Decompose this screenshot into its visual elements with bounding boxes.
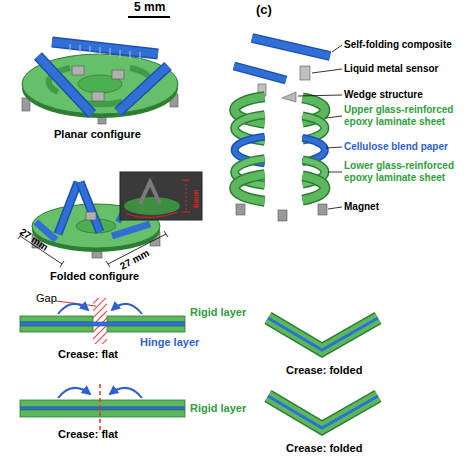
dimension-label: 6mm bbox=[191, 189, 200, 208]
part-label: Wedge structure bbox=[344, 89, 423, 101]
crease-folded-solid bbox=[268, 396, 378, 428]
layer-label: Rigid layer bbox=[190, 402, 246, 415]
part-label: Lower glass-reinforced epoxy laminate sh… bbox=[344, 160, 472, 183]
layer-label: Hinge layer bbox=[140, 336, 199, 349]
dimension-label: 27 mm bbox=[118, 247, 151, 272]
planar-device bbox=[22, 42, 178, 124]
scale-label: 5 mm bbox=[134, 1, 165, 15]
part-label: Magnet bbox=[344, 201, 379, 213]
scale-bar bbox=[128, 16, 170, 18]
layer-label: Rigid layer bbox=[190, 306, 246, 319]
panel-letter: (c) bbox=[256, 3, 272, 18]
state-label: Crease: folded bbox=[286, 442, 362, 455]
state-label: Crease: folded bbox=[286, 364, 362, 377]
crease-folded-gap bbox=[268, 318, 378, 350]
leader-lines bbox=[298, 45, 342, 209]
inset-view bbox=[120, 172, 202, 220]
part-label: Liquid metal sensor bbox=[344, 63, 438, 75]
part-label: Self-folding composite bbox=[344, 39, 452, 51]
crease-flat-solid bbox=[20, 384, 185, 432]
exploded-view bbox=[234, 38, 330, 221]
view-caption: Planar configure bbox=[54, 128, 141, 141]
part-label: Upper glass-reinforced epoxy laminate sh… bbox=[344, 104, 472, 127]
dimension-label: 27 mm bbox=[18, 226, 51, 253]
state-label: Crease: flat bbox=[58, 428, 118, 441]
state-label: Crease: flat bbox=[58, 348, 118, 361]
view-caption: Folded configure bbox=[50, 270, 139, 283]
callout-label: Gap bbox=[36, 292, 57, 305]
part-label: Cellulose blend paper bbox=[344, 141, 448, 153]
